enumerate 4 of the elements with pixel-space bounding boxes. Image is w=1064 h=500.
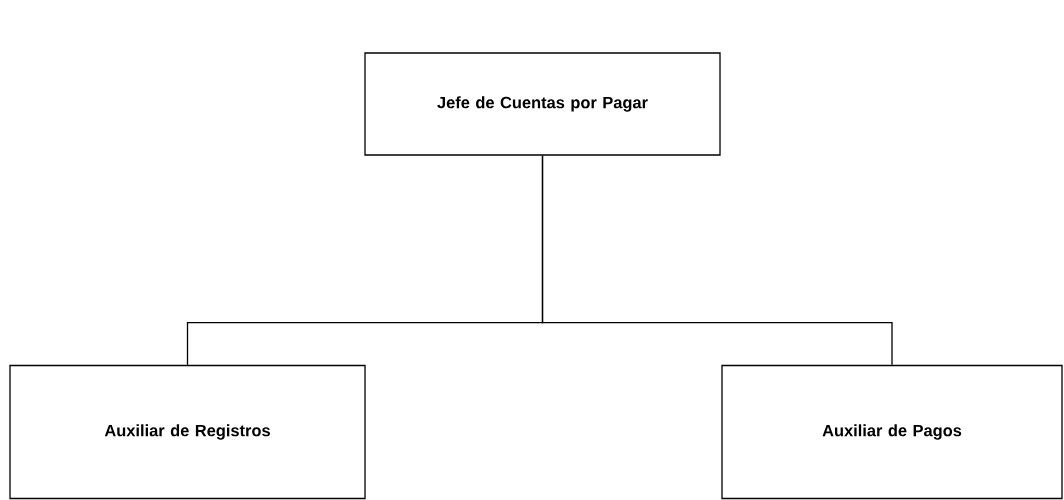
org-box: Auxiliar de Registros — [9, 364, 366, 500]
org-box: Auxiliar de Pagos — [721, 364, 1063, 500]
org-box: Jefe de Cuentas por Pagar — [364, 52, 721, 156]
connector-line — [541, 155, 893, 366]
